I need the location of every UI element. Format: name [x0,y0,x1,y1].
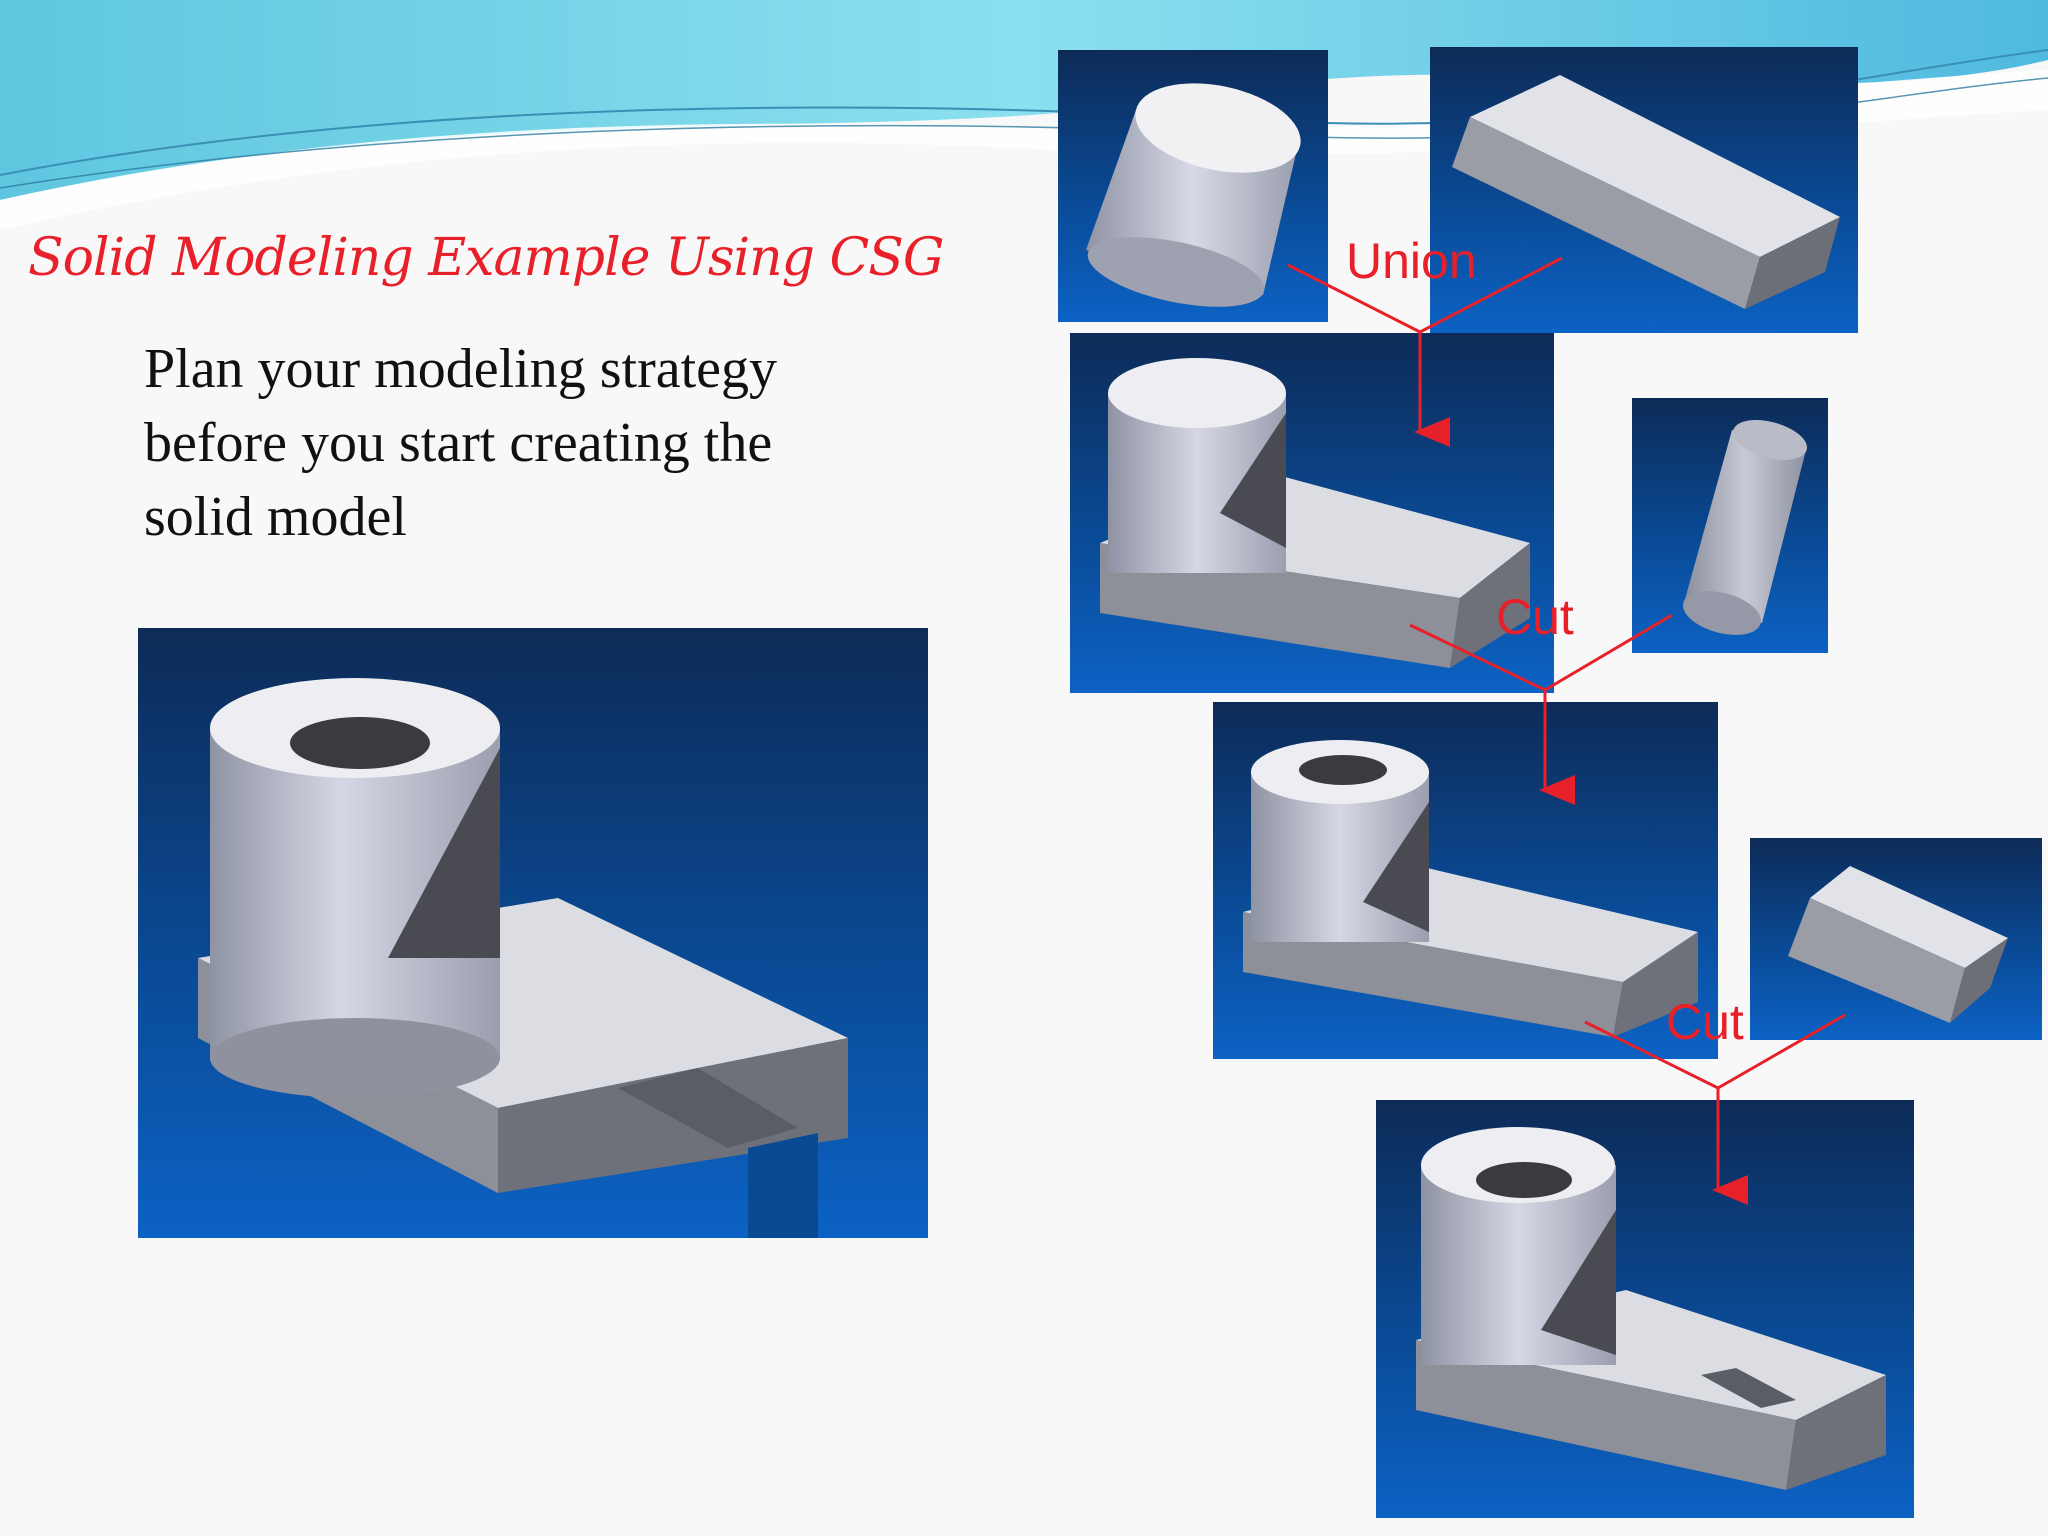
body-text: Plan your modeling strategy before you s… [144,332,884,554]
cut-cylinder-primitive-panel [1632,398,1828,653]
slide-title: Solid Modeling Example Using CSG [28,228,944,288]
body-line: solid model [144,486,407,548]
cut-cylinder-primitive-image [1683,420,1807,635]
cut-2-label: Cut [1666,994,1744,1050]
body-line: Plan your modeling strategy [144,338,778,400]
cylinder-primitive-panel [1058,50,1328,322]
cut-block-primitive-image [1788,866,2008,1023]
block-primitive-panel [1430,47,1858,333]
block-primitive-image [1452,75,1840,309]
final-part-large-image [198,678,848,1238]
final-part-large-panel [138,628,928,1238]
union-result-panel [1070,333,1554,693]
cylinder-primitive-image [1086,83,1301,307]
cut-1-label: Cut [1496,589,1574,645]
final-result-image [1416,1127,1886,1490]
union-result-image [1100,358,1530,668]
cut-1-result-panel [1213,702,1718,1059]
cut-block-primitive-panel [1750,838,2042,1040]
union-label: Union [1346,233,1477,289]
body-line: before you start creating the [144,412,773,474]
cut-1-result-image [1243,740,1698,1037]
final-result-panel [1376,1100,1914,1518]
